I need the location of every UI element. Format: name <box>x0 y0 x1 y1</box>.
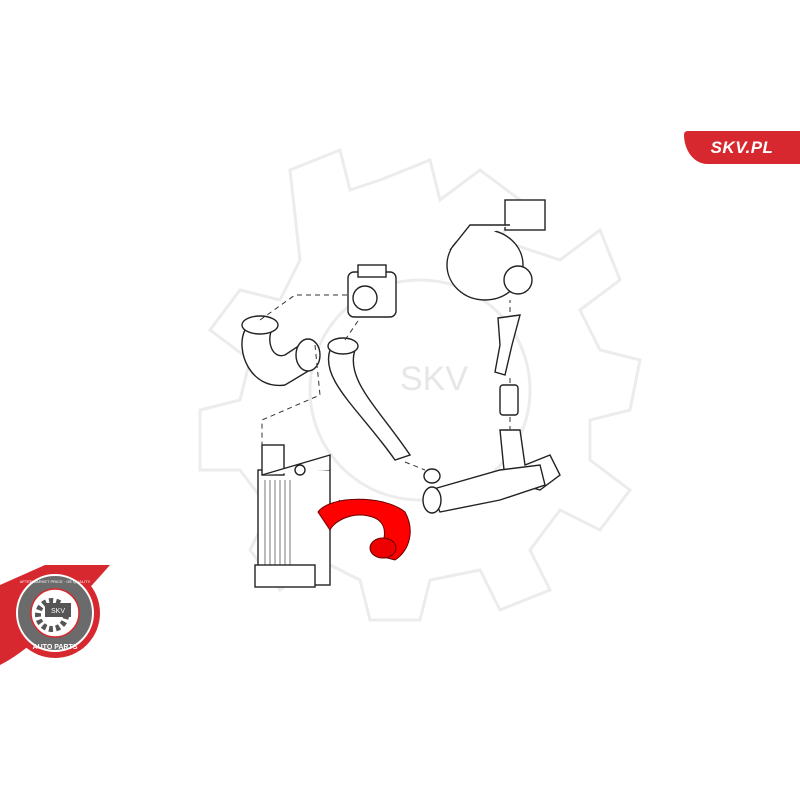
intercooler <box>254 444 331 588</box>
turbocharger <box>446 199 546 301</box>
svg-text:SKV: SKV <box>51 608 65 615</box>
long-hose <box>327 337 412 461</box>
assembly-lines <box>259 294 511 511</box>
crossover-pipe <box>422 464 546 514</box>
svg-text:AFTERMARKET PRICE · OE QUALITY: AFTERMARKET PRICE · OE QUALITY <box>20 579 91 584</box>
pipe-segments <box>494 314 561 491</box>
svg-text:AUTO PARTS: AUTO PARTS <box>33 644 78 651</box>
highlighted-hose <box>317 498 411 561</box>
brand-site-label: SKV.PL <box>684 131 800 164</box>
upper-left-hose <box>241 315 321 386</box>
watermark-text: SKV <box>400 360 468 398</box>
throttle-body <box>347 264 397 318</box>
skv-auto-parts-badge: SKV AFTERMARKET PRICE · OE QUALITY AUTO … <box>0 565 110 665</box>
